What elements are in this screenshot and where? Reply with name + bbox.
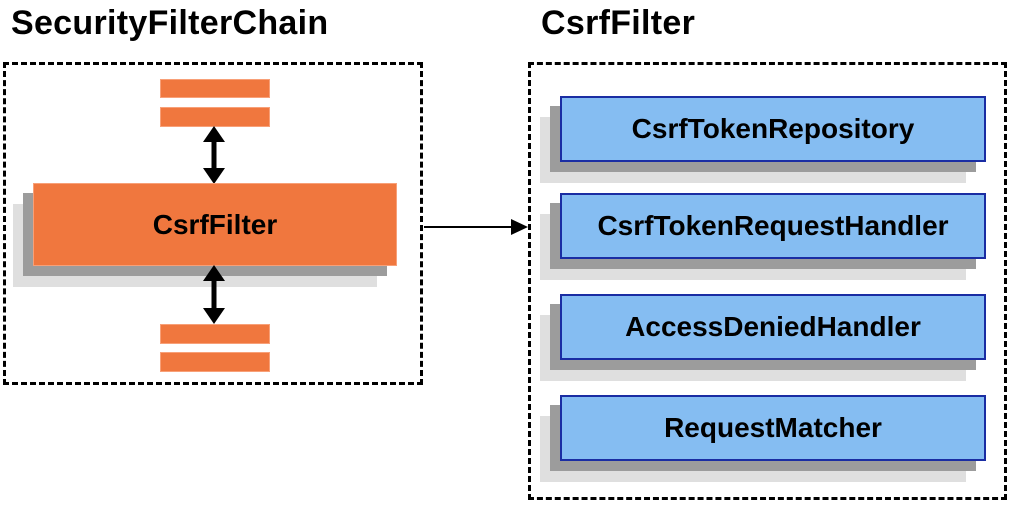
bidirectional-arrow-bottom-icon — [203, 265, 225, 324]
filter-placeholder-bar-top-2 — [160, 107, 270, 127]
arrow-shaft — [211, 278, 217, 311]
component-box-label: RequestMatcher — [560, 395, 986, 461]
component-box-label: CsrfTokenRequestHandler — [560, 193, 986, 259]
component-box-request-matcher: RequestMatcher — [540, 395, 986, 482]
component-box-access-denied-handler: AccessDeniedHandler — [540, 294, 986, 381]
csrf-filter-title: CsrfFilter — [541, 4, 696, 42]
component-box-csrf-token-repository: CsrfTokenRepository — [540, 96, 986, 183]
bidirectional-arrow-top-icon — [203, 126, 225, 184]
filter-placeholder-bar-bottom-1 — [160, 324, 270, 344]
security-filter-chain-title: SecurityFilterChain — [11, 4, 329, 42]
csrf-filter-container — [528, 62, 1007, 500]
csrf-filter-box: CsrfFilter — [13, 183, 397, 287]
csrf-filter-box-label: CsrfFilter — [33, 183, 397, 266]
arrow-shaft — [211, 139, 217, 171]
filter-placeholder-bar-top-1 — [160, 79, 270, 98]
security-filter-chain-container — [3, 62, 423, 385]
filter-placeholder-bar-bottom-2 — [160, 352, 270, 372]
component-box-label: AccessDeniedHandler — [560, 294, 986, 360]
component-box-csrf-token-request-handler: CsrfTokenRequestHandler — [540, 193, 986, 280]
left-to-right-arrow-icon — [424, 219, 528, 235]
arrow-shaft — [424, 226, 515, 228]
component-box-label: CsrfTokenRepository — [560, 96, 986, 162]
